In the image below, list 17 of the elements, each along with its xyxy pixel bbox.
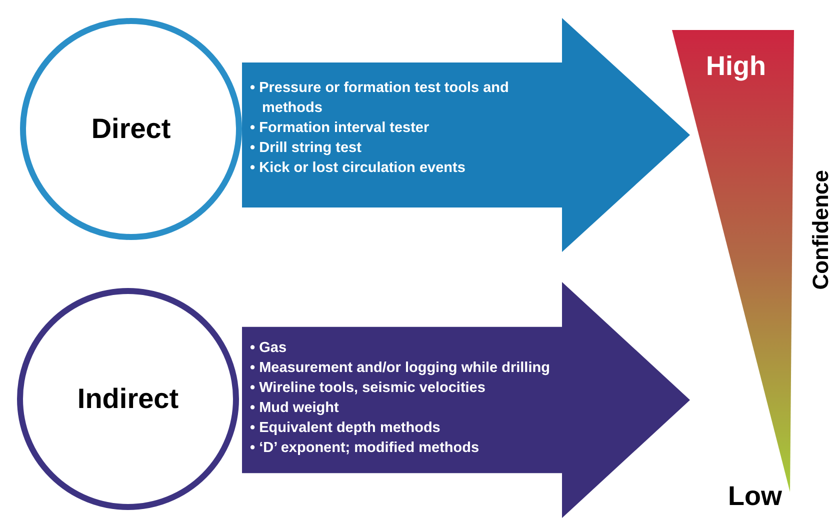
bullet-item: • ‘D’ exponent; modified methods [250,439,480,458]
axis-label: Confidence [807,170,831,290]
arrow-shape [242,18,690,252]
arrow-shape [242,282,690,518]
bullet-item: • Wireline tools, seismic velocities [250,379,486,398]
circle-label: Direct [91,112,171,146]
bullet-item: • Gas [250,339,288,358]
bullet-item: • Drill string test [250,139,362,158]
bullet-item: • Equivalent depth methods [250,419,442,438]
low-label: Low [728,480,782,512]
high-label: High [706,50,766,83]
bullet-item: • Pressure or formation test tools and methods [250,79,510,118]
bullet-item: • Mud weight [250,399,340,418]
bullet-item: • Formation interval tester [250,119,430,138]
bullet-item: • Kick or lost circulation events [250,159,466,178]
bullet-item: • Measurement and/or logging while drilling [250,359,551,378]
circle-label: Indirect [77,382,179,416]
